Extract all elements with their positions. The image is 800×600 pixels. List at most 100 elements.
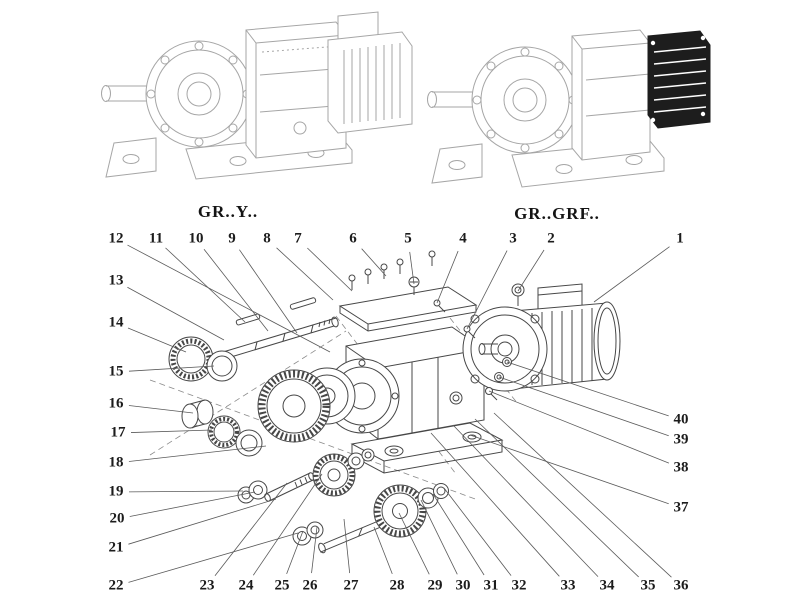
- exploded-view: [149, 250, 621, 554]
- shaft-key: [235, 313, 261, 326]
- gr-grf-housing: [571, 29, 651, 161]
- gr-grf-front-flange: [471, 46, 579, 154]
- leader-line-24: [252, 473, 323, 576]
- callout-25: 25: [274, 577, 290, 594]
- callout-20: 20: [109, 510, 125, 527]
- leader-line-40: [506, 361, 669, 417]
- leader-line-18: [128, 445, 267, 462]
- leader-line-30: [420, 499, 458, 575]
- callout-28: 28: [389, 577, 405, 594]
- callout-13: 13: [108, 272, 124, 289]
- gr-grf-output-shaft: [427, 84, 479, 115]
- input-shaft-assembly: [218, 297, 339, 362]
- callout-5: 5: [404, 230, 412, 247]
- leader-line-33: [430, 432, 560, 577]
- leader-line-12: [127, 244, 331, 353]
- leader-line-8: [276, 247, 334, 301]
- eyebolt: [511, 283, 525, 306]
- model-title-gr-y: GR..Y..: [197, 202, 259, 221]
- leader-line-22: [128, 532, 299, 583]
- leader-line-27: [343, 518, 351, 574]
- leader-line-36: [493, 412, 672, 578]
- bearing-and-seal: [168, 336, 238, 382]
- callout-4: 4: [459, 230, 467, 247]
- leader-line-32: [443, 487, 512, 576]
- leader-line-9: [239, 249, 298, 334]
- callout-32: 32: [511, 577, 527, 594]
- callout-12: 12: [108, 230, 124, 247]
- callout-14: 14: [108, 314, 124, 331]
- callout-8: 8: [263, 230, 271, 247]
- callout-40: 40: [673, 411, 689, 428]
- leader-line-2: [517, 249, 545, 292]
- model-title-gr-grf: GR..GRF..: [514, 204, 600, 223]
- motor-flange: [462, 306, 548, 392]
- gr-y-output-shaft: [101, 78, 153, 109]
- leader-line-10: [203, 248, 269, 332]
- spacer-bushing: [181, 399, 214, 429]
- callout-27: 27: [343, 577, 359, 594]
- leader-line-35: [474, 418, 639, 578]
- callout-17: 17: [110, 424, 126, 441]
- callout-39: 39: [673, 431, 689, 448]
- callout-16: 16: [108, 395, 124, 412]
- intermediate-shaft-assembly: [237, 448, 375, 504]
- callout-9: 9: [228, 230, 236, 247]
- leader-line-37: [469, 434, 669, 505]
- callout-11: 11: [148, 230, 164, 247]
- callout-24: 24: [238, 577, 254, 594]
- callout-33: 33: [560, 577, 576, 594]
- gr-y-assembled-drawing: [101, 11, 413, 180]
- callout-37: 37: [673, 499, 689, 516]
- leader-line-16: [128, 405, 194, 414]
- shaft-key: [289, 297, 317, 310]
- callout-1: 1: [676, 230, 684, 247]
- callout-29: 29: [427, 577, 443, 594]
- callout-7: 7: [294, 230, 302, 247]
- large-gear-set: [257, 367, 356, 443]
- lower-bearings: [207, 415, 263, 457]
- top-cover: [338, 286, 478, 332]
- output-shaft-assembly: [292, 483, 449, 554]
- gr-grf-dark-cover: [647, 30, 711, 129]
- callout-15: 15: [108, 363, 124, 380]
- leader-lines: [127, 244, 672, 583]
- callout-35: 35: [640, 577, 656, 594]
- leader-line-4: [436, 250, 459, 304]
- callout-21: 21: [108, 539, 124, 556]
- callout-31: 31: [483, 577, 499, 594]
- callout-22: 22: [108, 577, 124, 594]
- callout-36: 36: [673, 577, 689, 594]
- gr-grf-assembled-drawing: [427, 29, 711, 188]
- leader-line-21: [128, 498, 277, 545]
- leader-line-19: [128, 490, 244, 493]
- callout-38: 38: [673, 459, 689, 476]
- leader-line-7: [307, 247, 353, 292]
- leader-line-26: [311, 526, 318, 574]
- leader-line-13: [127, 286, 225, 341]
- leader-line-23: [214, 482, 288, 576]
- gr-y-front-flange: [145, 40, 253, 148]
- gr-y-motor: [327, 11, 413, 134]
- leader-line-25: [286, 530, 304, 574]
- leader-line-11: [165, 247, 246, 323]
- leader-line-5: [409, 251, 415, 285]
- leader-line-20: [129, 491, 256, 517]
- leader-line-14: [127, 327, 187, 353]
- motor-shaft-stub: [478, 343, 498, 355]
- leader-line-31: [432, 493, 485, 576]
- leader-line-17: [130, 429, 213, 433]
- motor: [462, 283, 621, 392]
- callout-19: 19: [108, 483, 124, 500]
- gr-y-housing: [245, 21, 347, 159]
- leader-line-1: [593, 246, 670, 303]
- callout-18: 18: [108, 454, 124, 471]
- cover-bolts: [348, 250, 436, 295]
- callout-34: 34: [599, 577, 615, 594]
- callout-26: 26: [302, 577, 318, 594]
- leader-line-29: [398, 512, 430, 575]
- leader-line-28: [373, 526, 393, 575]
- callout-30: 30: [455, 577, 471, 594]
